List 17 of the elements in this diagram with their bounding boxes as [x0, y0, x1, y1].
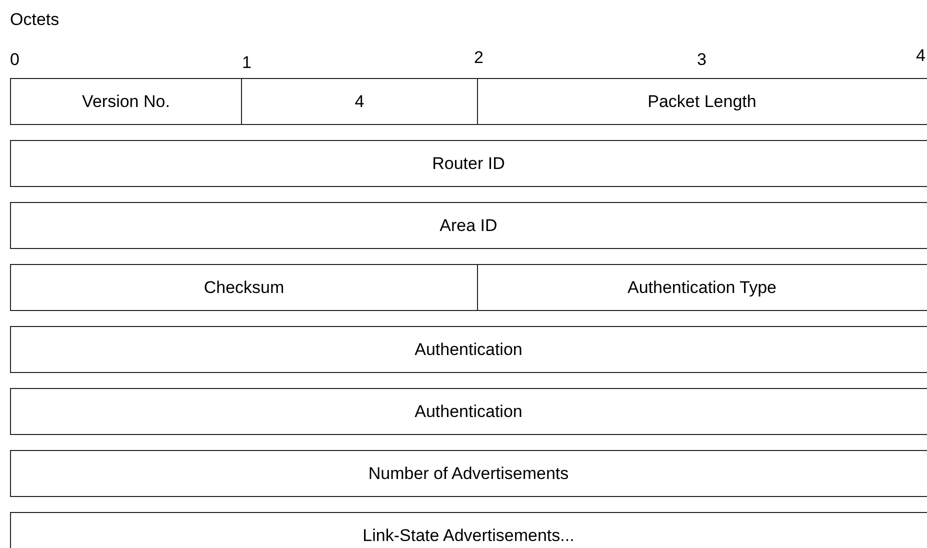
octet-number: 1: [242, 53, 252, 73]
packet-field: Authentication: [10, 326, 927, 373]
packet-field: Checksum: [10, 264, 478, 311]
packet-field: Area ID: [10, 202, 927, 249]
packet-field: Authentication Type: [478, 264, 927, 311]
packet-field: Link-State Advertisements...: [10, 512, 927, 548]
octet-number: 2: [474, 48, 484, 68]
packet-field: Version No.: [10, 78, 242, 125]
octet-number: 0: [10, 50, 20, 70]
packet-field: Router ID: [10, 140, 927, 187]
packet-field: Authentication: [10, 388, 927, 435]
packet-field: Packet Length: [478, 78, 927, 125]
packet-field: 4: [242, 78, 478, 125]
octet-number: 4: [916, 46, 926, 66]
packet-field: Number of Advertisements: [10, 450, 927, 497]
octet-number: 3: [697, 50, 706, 70]
axis-title: Octets: [10, 10, 60, 30]
